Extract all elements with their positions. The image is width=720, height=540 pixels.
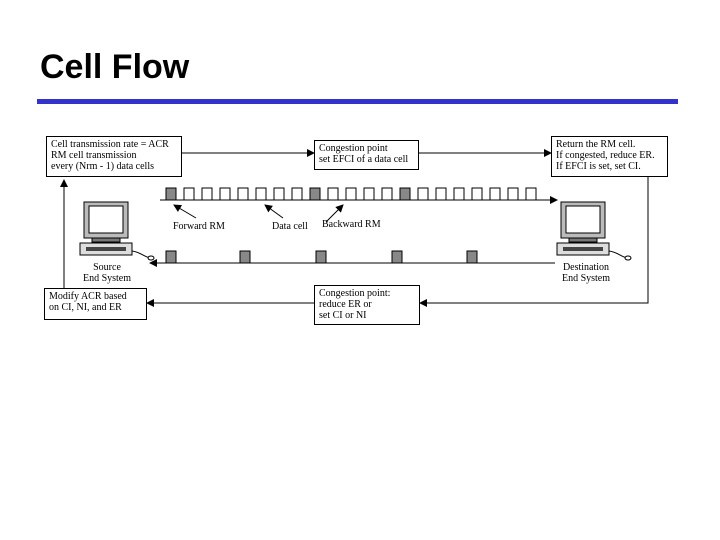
destination-label: Destination End System [561,262,611,284]
pointer-data-cell [264,204,284,219]
backward-rm-cell [239,250,251,264]
data-cell [363,187,375,201]
backward-rm-label: Backward RM [322,219,381,230]
data-cell [381,187,393,201]
congestion-forward-box: Congestion point set EFCI of a data cell [314,140,419,170]
destination-computer-icon [556,201,632,261]
modify-acr-box: Modify ACR based on CI, NI, and ER [44,288,147,320]
data-cell [201,187,213,201]
data-cell [453,187,465,201]
data-cell [471,187,483,201]
data-cell-label: Data cell [272,221,308,232]
backward-rm-cell [315,250,327,264]
source-label: Source End System [82,262,132,284]
data-cell [507,187,519,201]
data-cell [489,187,501,201]
data-cell [255,187,267,201]
destination-action-box: Return the RM cell. If congested, reduce… [551,136,668,177]
data-cell [183,187,195,201]
data-cell [291,187,303,201]
backward-cells [165,250,478,264]
forward-rm-cell [309,187,321,201]
data-cell [273,187,285,201]
data-cell [525,187,537,201]
data-cell [417,187,429,201]
arrow-destination-to-backward-congestion [419,164,662,307]
source-computer-icon [79,201,155,261]
congestion-backward-box: Congestion point: reduce ER or set CI or… [314,285,420,325]
backward-rm-cell [165,250,177,264]
pointer-backward-rm [325,204,344,223]
forward-rm-cell [165,187,177,201]
forward-rm-cell [399,187,411,201]
backward-rm-cell [391,250,403,264]
source-rate-box: Cell transmission rate = ACR RM cell tra… [46,136,182,177]
data-cell [345,187,357,201]
forward-cells [165,187,537,201]
backward-rm-cell [466,250,478,264]
data-cell [327,187,339,201]
data-cell [219,187,231,201]
pointer-forward-rm [173,204,197,219]
slide-title: Cell Flow [40,48,190,86]
title-underline [37,99,678,104]
forward-rm-label: Forward RM [173,221,225,232]
data-cell [237,187,249,201]
data-cell [435,187,447,201]
